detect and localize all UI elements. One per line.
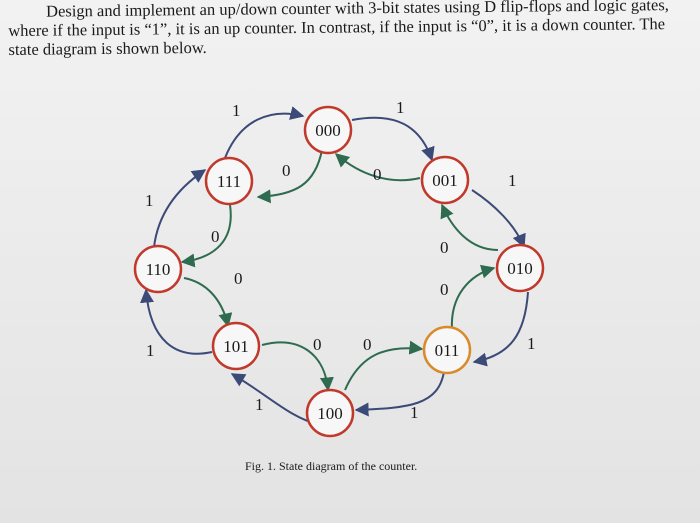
edge-label-000-001: 1 (396, 98, 405, 117)
edge-label-001-000: 0 (373, 165, 382, 184)
edge-110-111 (153, 169, 207, 248)
state-label: 111 (217, 172, 241, 191)
edge-111-000 (224, 106, 305, 159)
state-label: 011 (435, 341, 460, 360)
edge-label-011-010: 0 (440, 280, 449, 299)
edge-010-011 (472, 291, 529, 367)
state-label: 000 (315, 121, 341, 140)
edge-label-010-011: 1 (527, 334, 536, 353)
edge-label-110-101: 0 (234, 269, 243, 288)
edge-000-111 (256, 149, 323, 204)
edge-label-100-011: 0 (363, 335, 372, 354)
edge-label-111-000: 1 (232, 101, 241, 120)
edge-label-010-001: 0 (440, 238, 449, 257)
edge-label-101-110: 1 (146, 341, 155, 360)
state-node-011: 011 (422, 325, 472, 375)
edge-label-000-111: 0 (282, 161, 291, 180)
edge-010-001 (440, 203, 499, 251)
edge-000-001 (351, 116, 435, 162)
state-label: 100 (317, 404, 343, 423)
edge-011-010 (450, 264, 496, 331)
edge-011-100 (354, 371, 445, 417)
state-node-101: 101 (211, 321, 261, 371)
edge-110-101 (183, 277, 233, 328)
edge-label-001-010: 1 (508, 171, 517, 190)
edge-label-110-111: 1 (145, 191, 154, 210)
state-node-100: 100 (305, 388, 355, 438)
edge-101-100 (261, 341, 334, 392)
figure-caption: Fig. 1. State diagram of the counter. (245, 459, 417, 473)
state-label: 010 (507, 259, 533, 278)
state-label: 110 (146, 260, 171, 279)
edge-label-111-110: 0 (211, 227, 220, 246)
state-node-010: 010 (495, 243, 545, 293)
state-node-001: 001 (420, 155, 470, 205)
edge-label-011-100: 1 (410, 403, 419, 422)
edge-label-100-101: 1 (255, 395, 264, 414)
state-node-111: 111 (204, 156, 254, 206)
edge-001-000 (334, 153, 421, 182)
edge-101-110 (140, 288, 213, 355)
edge-001-010 (471, 189, 526, 249)
state-node-110: 110 (133, 244, 183, 294)
state-node-000: 000 (303, 105, 353, 155)
edge-100-011 (344, 340, 424, 391)
state-label: 001 (432, 171, 458, 190)
state-label: 101 (223, 337, 249, 356)
edge-111-110 (180, 204, 232, 268)
edge-label-101-100: 0 (313, 335, 322, 354)
